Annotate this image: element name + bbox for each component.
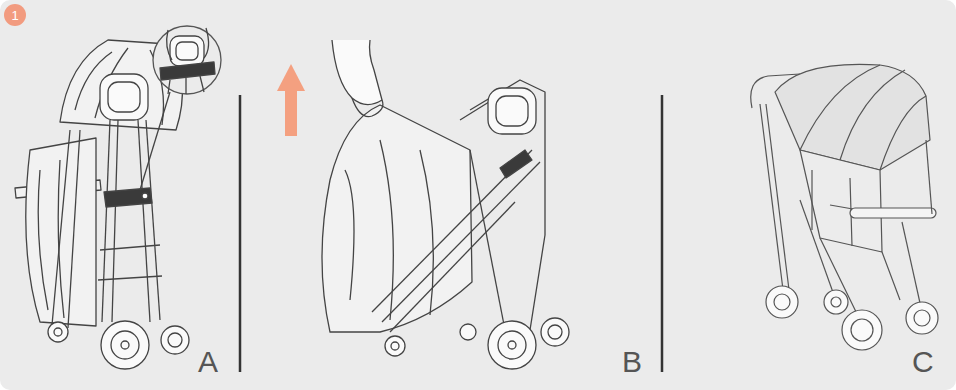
divider <box>661 95 664 372</box>
unfolding-stroller <box>322 40 569 369</box>
panel-letter: C <box>912 347 934 377</box>
divider <box>239 95 242 372</box>
folded-stroller <box>15 26 221 369</box>
open-stroller <box>751 64 938 350</box>
panel-letter: A <box>198 347 218 377</box>
lift-arrow <box>277 64 305 136</box>
panel-letter: B <box>622 347 642 377</box>
step-number: 1 <box>11 9 18 22</box>
step-badge: 1 <box>4 4 26 26</box>
